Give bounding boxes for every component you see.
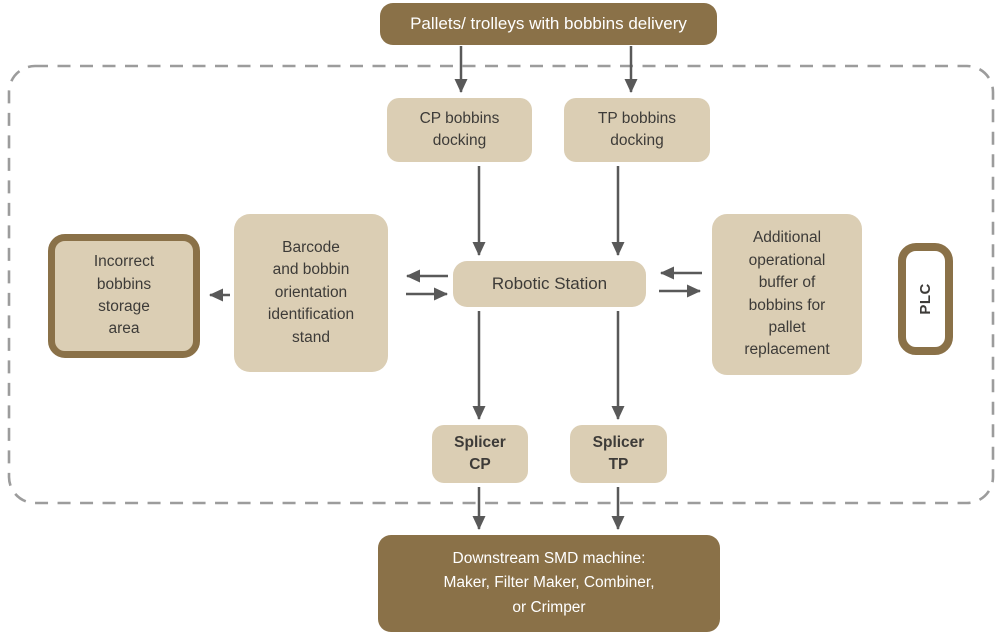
node-splicer-cp: Splicer CP: [432, 425, 528, 483]
node-incorrect-bobbins-storage: Incorrect bobbins storage area: [48, 234, 200, 358]
node-pallets-trolleys-delivery: Pallets/ trolleys with bobbins delivery: [380, 3, 717, 45]
node-operational-buffer: Additional operational buffer of bobbins…: [712, 214, 862, 375]
plc-label: PLC: [916, 283, 934, 315]
node-plc: PLC: [898, 243, 953, 355]
node-cp-bobbins-docking: CP bobbins docking: [387, 98, 532, 162]
node-tp-bobbins-docking: TP bobbins docking: [564, 98, 710, 162]
node-robotic-station: Robotic Station: [453, 261, 646, 307]
node-splicer-tp: Splicer TP: [570, 425, 667, 483]
node-barcode-identification-stand: Barcode and bobbin orientation identific…: [234, 214, 388, 372]
node-downstream-smd-machine: Downstream SMD machine: Maker, Filter Ma…: [378, 535, 720, 632]
